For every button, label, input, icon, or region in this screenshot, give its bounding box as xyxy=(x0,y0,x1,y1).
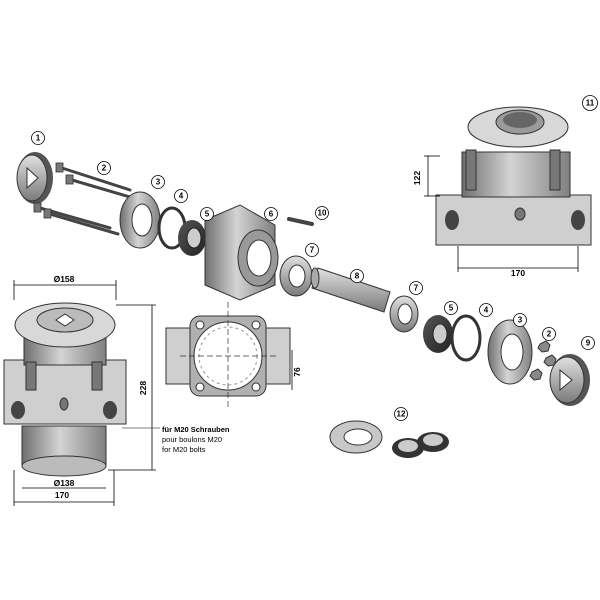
callout-circle xyxy=(479,303,493,317)
part-end-cap-left xyxy=(16,152,53,204)
bolt-head xyxy=(33,202,42,213)
part-flange-left xyxy=(119,191,161,249)
note-french: pour boulons M20 xyxy=(162,435,222,444)
dim-left-height: 228 xyxy=(138,381,148,395)
callout-circle xyxy=(394,407,408,421)
callout-label: 3 xyxy=(518,316,523,325)
callout-circle xyxy=(151,175,165,189)
part-nuts xyxy=(529,340,557,381)
callout-circle xyxy=(444,301,458,315)
bolt-head xyxy=(43,208,52,219)
bolt-head xyxy=(65,174,74,185)
dim-right-height: 122 xyxy=(412,171,422,185)
callout-circle xyxy=(513,313,527,327)
callout-circle xyxy=(542,327,556,341)
callout-label: 7 xyxy=(414,284,419,293)
callout-label: 10 xyxy=(318,209,327,218)
part-bearing-left xyxy=(178,220,206,256)
dim-left-width: 170 xyxy=(55,490,69,500)
part-shaft xyxy=(310,267,391,313)
callout-circle xyxy=(31,131,45,145)
callout-label: 1 xyxy=(36,134,41,143)
bolt-head xyxy=(55,162,64,173)
part-pin xyxy=(287,217,314,226)
callout-circle xyxy=(305,243,319,257)
callout-circle xyxy=(350,269,364,283)
callout-label: 4 xyxy=(484,306,489,315)
note-english: for M20 bolts xyxy=(162,445,206,454)
callout-label: 9 xyxy=(586,339,591,348)
flange-face-view xyxy=(165,302,293,410)
callout-label: 5 xyxy=(449,304,454,313)
part-end-cap-right xyxy=(549,354,590,406)
part-housing xyxy=(204,204,279,301)
callout-circle xyxy=(264,207,278,221)
callout-label: 6 xyxy=(269,210,274,219)
part-gasket-right xyxy=(450,314,482,362)
callout-circle xyxy=(581,336,595,350)
part-callouts xyxy=(31,95,598,421)
callout-label: 11 xyxy=(586,99,595,108)
callout-label: 8 xyxy=(355,272,360,281)
part-flange-right xyxy=(487,319,533,385)
callout-label: 4 xyxy=(179,192,184,201)
callout-label: 2 xyxy=(547,330,552,339)
dim-left-bottom-diameter: Ø138 xyxy=(54,478,75,488)
assembled-view-left xyxy=(3,280,160,506)
part-bearing-center-left xyxy=(279,255,313,297)
dim-right-width: 170 xyxy=(511,268,525,278)
exploded-parts xyxy=(16,152,590,406)
callout-circle xyxy=(97,161,111,175)
note-german: für M20 Schrauben xyxy=(162,425,230,434)
dim-left-top-diameter: Ø158 xyxy=(54,274,75,284)
callout-label: 2 xyxy=(102,164,107,173)
part-seal-set xyxy=(329,420,449,458)
assembled-view-top-right xyxy=(424,106,592,272)
part-bearing-right xyxy=(423,315,453,353)
callout-label: 3 xyxy=(156,178,161,187)
part-callout-labels: 1 2 3 4 5 6 10 7 8 7 5 4 3 2 9 11 12 xyxy=(36,99,595,419)
callout-circle xyxy=(174,189,188,203)
callout-label: 12 xyxy=(397,410,406,419)
callout-circle xyxy=(582,95,598,111)
callout-label: 7 xyxy=(310,246,315,255)
callout-circle xyxy=(409,281,423,295)
dim-center-height: 76 xyxy=(292,367,302,377)
part-bearing-center-right xyxy=(389,295,419,333)
callout-circle xyxy=(200,207,214,221)
callout-circle xyxy=(315,206,329,220)
callout-label: 5 xyxy=(205,210,210,219)
